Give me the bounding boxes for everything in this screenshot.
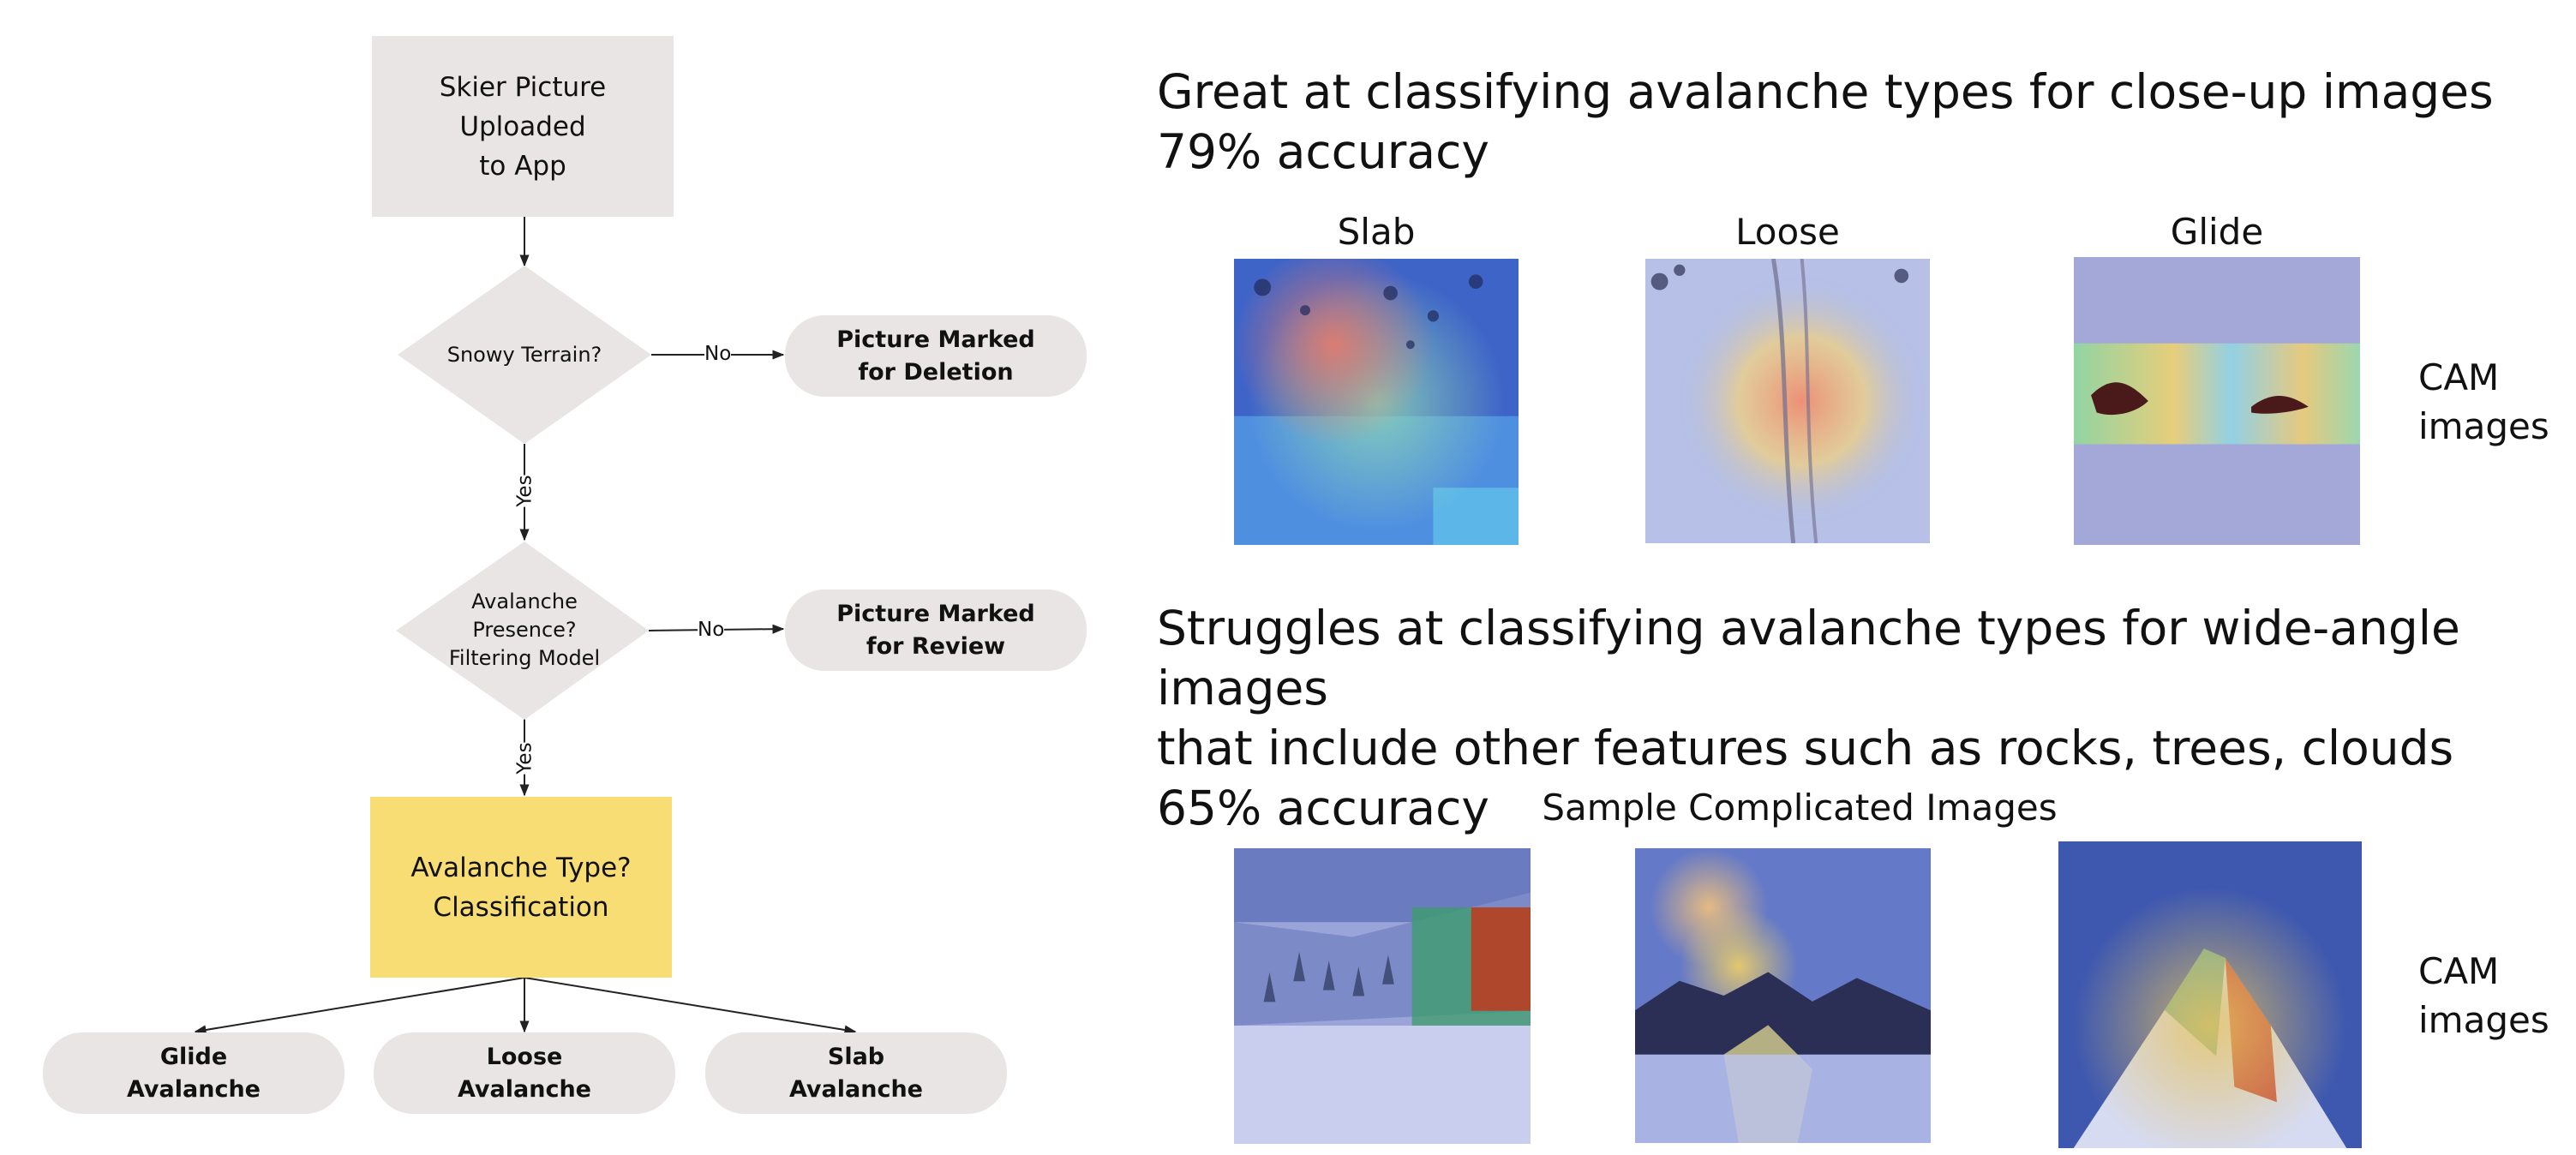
presence-decision-diamond <box>396 542 649 720</box>
slab-cam-image <box>1234 259 1519 545</box>
no-label-presence: No <box>698 619 725 641</box>
loose-outcome-box: Loose Avalanche <box>374 1032 675 1114</box>
deletion-outcome-box: Picture Marked for Deletion <box>785 315 1087 397</box>
slab-outcome-label: Slab Avalanche <box>789 1043 923 1103</box>
closeup-cam-label: CAM images <box>2418 356 2549 447</box>
loose-cam-image <box>1645 259 1930 543</box>
no-label-snowy: No <box>704 343 732 365</box>
wide-cam-image-1 <box>1234 848 1531 1144</box>
start-box: Skier Picture Uploaded to App <box>372 36 674 217</box>
flowchart-connectors <box>194 217 857 1035</box>
start-label: Skier Picture Uploaded to App <box>439 71 607 182</box>
yes-label-snowy: Yes <box>513 475 536 507</box>
snowy-decision-diamond <box>398 266 651 444</box>
classification-label: Avalanche Type? Classification <box>410 852 632 923</box>
wideangle-cam-label: CAM images <box>2418 950 2549 1041</box>
snowy-decision-label: Snowy Terrain? <box>446 343 602 367</box>
wide-cam-image-2 <box>1635 848 1931 1143</box>
deletion-outcome-label: Picture Marked for Deletion <box>836 326 1035 386</box>
loose-outcome-label: Loose Avalanche <box>458 1043 591 1103</box>
review-outcome-label: Picture Marked for Review <box>836 600 1035 660</box>
glide-outcome-label: Glide Avalanche <box>127 1043 261 1103</box>
review-outcome-box: Picture Marked for Review <box>785 589 1087 671</box>
arrow-to-glide <box>194 977 525 1035</box>
glide-caption: Glide <box>2170 211 2264 253</box>
slab-caption: Slab <box>1337 211 1416 253</box>
glide-outcome-box: Glide Avalanche <box>43 1032 344 1114</box>
loose-caption: Loose <box>1735 211 1840 253</box>
yes-label-presence: Yes <box>513 742 536 775</box>
wide-cam-image-3 <box>2058 841 2362 1148</box>
presence-decision-label: Avalanche Presence? Filtering Model <box>448 589 601 670</box>
slab-outcome-box: Slab Avalanche <box>705 1032 1007 1114</box>
arrow-to-slab <box>524 977 857 1035</box>
glide-cam-image <box>2074 257 2360 545</box>
classification-box: Avalanche Type? Classification <box>370 797 672 978</box>
wideangle-heading: Struggles at classifying avalanche types… <box>1157 601 2460 835</box>
closeup-heading: Great at classifying avalanche types for… <box>1157 64 2494 179</box>
sample-images-caption: Sample Complicated Images <box>1542 787 2058 829</box>
